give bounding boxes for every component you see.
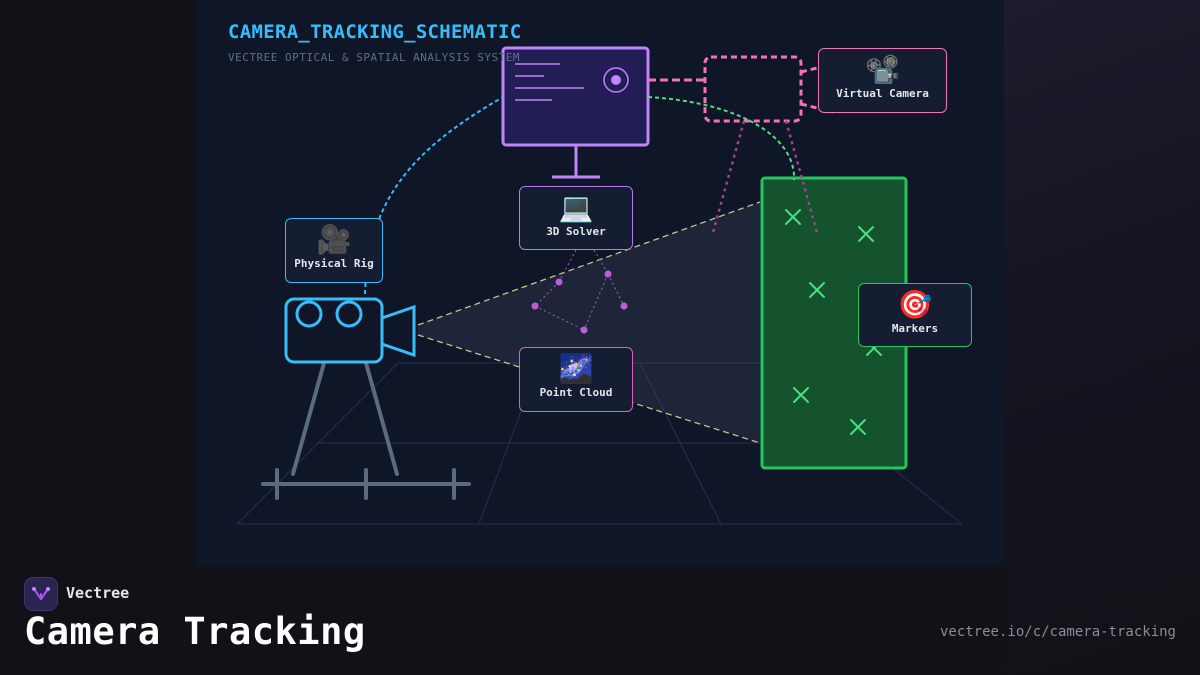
point-cloud-links — [534, 249, 625, 331]
tracking-marker — [858, 226, 874, 242]
vectree-logo-icon[interactable] — [24, 577, 58, 611]
galaxy-icon: 🌌 — [558, 352, 594, 385]
laptop-icon: 💻 — [558, 191, 594, 224]
virtual-camera-frame — [703, 55, 803, 123]
schematic-panel: CAMERA_TRACKING_SCHEMATIC VECTREE OPTICA… — [196, 0, 1004, 565]
virtual-link-lower — [800, 102, 834, 114]
point-cloud-node[interactable]: 🌌 Point Cloud — [519, 347, 633, 412]
background-gradient — [1004, 0, 1200, 675]
point-cloud-dots — [531, 270, 628, 334]
virtual-camera-node[interactable]: 📽️ Virtual Camera — [818, 48, 947, 113]
page-title: Camera Tracking — [24, 610, 366, 653]
point-cloud-dot — [531, 302, 539, 310]
tracking-marker — [793, 387, 809, 403]
target-icon: 🎯 — [897, 288, 933, 321]
solver-node[interactable]: 💻 3D Solver — [519, 186, 633, 250]
diagram-title: CAMERA_TRACKING_SCHEMATIC — [228, 21, 522, 43]
markers-node[interactable]: 🎯 Markers — [858, 283, 972, 347]
physical-rig-label: Physical Rig — [294, 257, 374, 270]
virtual-link-upper — [800, 62, 834, 74]
page-url[interactable]: vectree.io/c/camera-tracking — [939, 624, 1176, 640]
diagram-subtitle: VECTREE OPTICAL & SPATIAL ANALYSIS SYSTE… — [228, 51, 521, 64]
movie-camera-icon: 🎥 — [316, 223, 352, 256]
tracking-marker — [809, 282, 825, 298]
tripod — [261, 361, 471, 500]
virtual-projection-right — [784, 120, 820, 237]
monitor-to-markers-curve — [647, 96, 796, 181]
rig-to-monitor-curve — [364, 96, 504, 295]
brand-name: Vectree — [66, 584, 130, 602]
physical-rig-node[interactable]: 🎥 Physical Rig — [285, 218, 383, 283]
tracking-marker — [785, 209, 801, 225]
markers-label: Markers — [891, 322, 939, 335]
film-projector-icon: 📽️ — [865, 53, 900, 86]
camera-frustum — [418, 202, 760, 443]
logo-glyph — [32, 587, 50, 600]
point-cloud-dot — [604, 270, 612, 278]
solver-label: 3D Solver — [546, 225, 606, 238]
virtual-camera-label: Virtual Camera — [836, 87, 929, 100]
point-cloud-dot — [620, 302, 628, 310]
physical-camera-body — [284, 297, 416, 364]
point-cloud-dot — [580, 326, 588, 334]
frustum-edge-top — [417, 201, 761, 326]
point-cloud-dot — [555, 278, 563, 286]
tracking-marker — [850, 419, 866, 435]
solver-monitor — [501, 46, 650, 179]
point-cloud-label: Point Cloud — [539, 386, 613, 399]
virtual-projection-left — [710, 120, 746, 237]
